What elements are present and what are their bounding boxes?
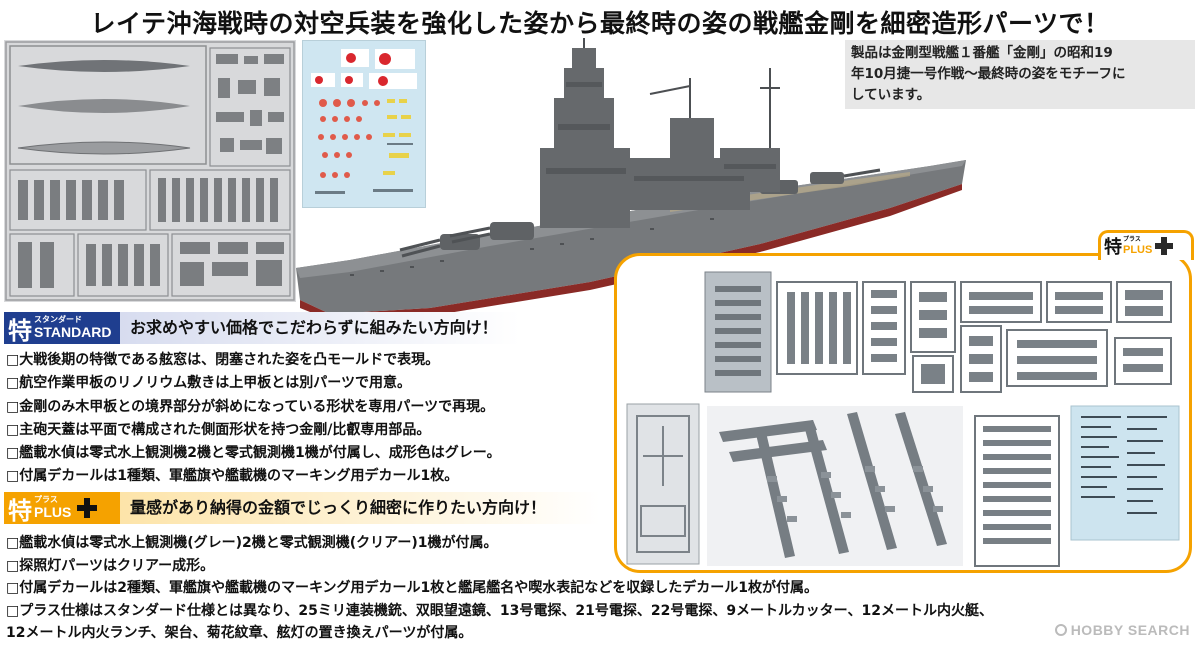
list-item: □付属デカールは1種類、軍艦旗や艦載機のマーキング用デカール1枚。 <box>6 468 459 485</box>
plus-panel-tab <box>1098 230 1194 260</box>
standard-feature-list: □大戦後期の特徴である舷窓は、閉塞された姿を凸モールドで表現。 □航空作業甲板の… <box>6 349 501 489</box>
list-item: □艦載水偵は零式水上観測機2機と零式観測機1機が付属し、成形色はグレー。 <box>6 445 501 462</box>
badge-kanji: 特 <box>1104 237 1122 258</box>
badge-kanji: 特 <box>8 496 32 525</box>
list-item: □艦載水偵は零式水上観測機(グレー)2機と零式観測機(クリアー)1機が付属。 <box>6 535 498 551</box>
list-item: □主砲天蓋は平面で構成された側面形状を持つ金剛/比叡専用部品。 <box>6 421 431 438</box>
decal-sheet-image <box>302 40 426 208</box>
plus-badge: 特 プラス PLUS <box>4 492 120 525</box>
info-note-line: 年10月捷一号作戦〜最終時の姿をモチーフに <box>851 66 1126 82</box>
product-info-note: 製品は金剛型戦艦１番艦「金剛」の昭和19 年10月捷一号作戦〜最終時の姿をモチー… <box>845 40 1195 109</box>
list-item: □航空作業甲板のリノリウム敷きは上甲板とは別パーツで用意。 <box>6 375 411 392</box>
plus-panel-badge: 特 プラス PLUS <box>1102 234 1175 258</box>
list-item: □付属デカールは2種類、軍艦旗や艦載機のマーキング用デカール1枚と艦尾艦名や喫水… <box>6 580 819 596</box>
standard-badge: 特 スタンダード STANDARD <box>4 312 120 345</box>
sprue-parts-image <box>4 40 296 302</box>
battleship-model-image <box>290 38 970 320</box>
badge-ruby: プラス <box>1123 236 1141 243</box>
standard-banner: お求めやすい価格でこだわらずに組みたい方向け！ <box>120 312 520 344</box>
info-note-line: 製品は金剛型戦艦１番艦「金剛」の昭和19 <box>851 45 1113 61</box>
plus-parts-panel <box>614 253 1192 573</box>
watermark-text: HOBBY SEARCH <box>1070 622 1190 638</box>
list-item: □探照灯パーツはクリアー成形。 <box>6 557 215 574</box>
list-item: □金剛のみ木甲板との境界部分が斜めになっている形状を専用パーツで再現。 <box>6 398 495 415</box>
badge-word: PLUS <box>34 504 72 520</box>
plus-feature-list: □艦載水偵は零式水上観測機(グレー)2機と零式観測機(クリアー)1機が付属。 □… <box>6 532 993 645</box>
hobby-search-logo-icon <box>1054 624 1067 636</box>
watermark: HOBBY SEARCH <box>1054 622 1190 638</box>
plus-icon <box>77 498 98 518</box>
list-item: 12メートル内火ランチ、架台、菊花紋章、舷灯の置き換えパーツが付属。 <box>6 625 473 641</box>
headline: レイテ沖海戦時の対空兵装を強化した姿から最終時の姿の戦艦金剛を細密造形パーツで！ <box>90 9 1110 38</box>
badge-ruby: スタンダード <box>34 315 82 324</box>
list-item: □大戦後期の特徴である舷窓は、閉塞された姿を凸モールドで表現。 <box>6 352 440 368</box>
badge-word: STANDARD <box>34 324 112 340</box>
list-item: □プラス仕様はスタンダード仕様とは異なり、25ミリ連装機銃、双眼望遠鏡、13号電… <box>6 602 993 619</box>
info-note-line: しています。 <box>851 87 931 103</box>
plus-icon <box>1155 237 1174 255</box>
plus-banner: 量感があり納得の金額でじっくり細密に作りたい方向け！ <box>120 492 600 524</box>
badge-word: PLUS <box>1123 244 1153 256</box>
badge-kanji: 特 <box>8 316 32 345</box>
badge-ruby: プラス <box>34 495 58 504</box>
